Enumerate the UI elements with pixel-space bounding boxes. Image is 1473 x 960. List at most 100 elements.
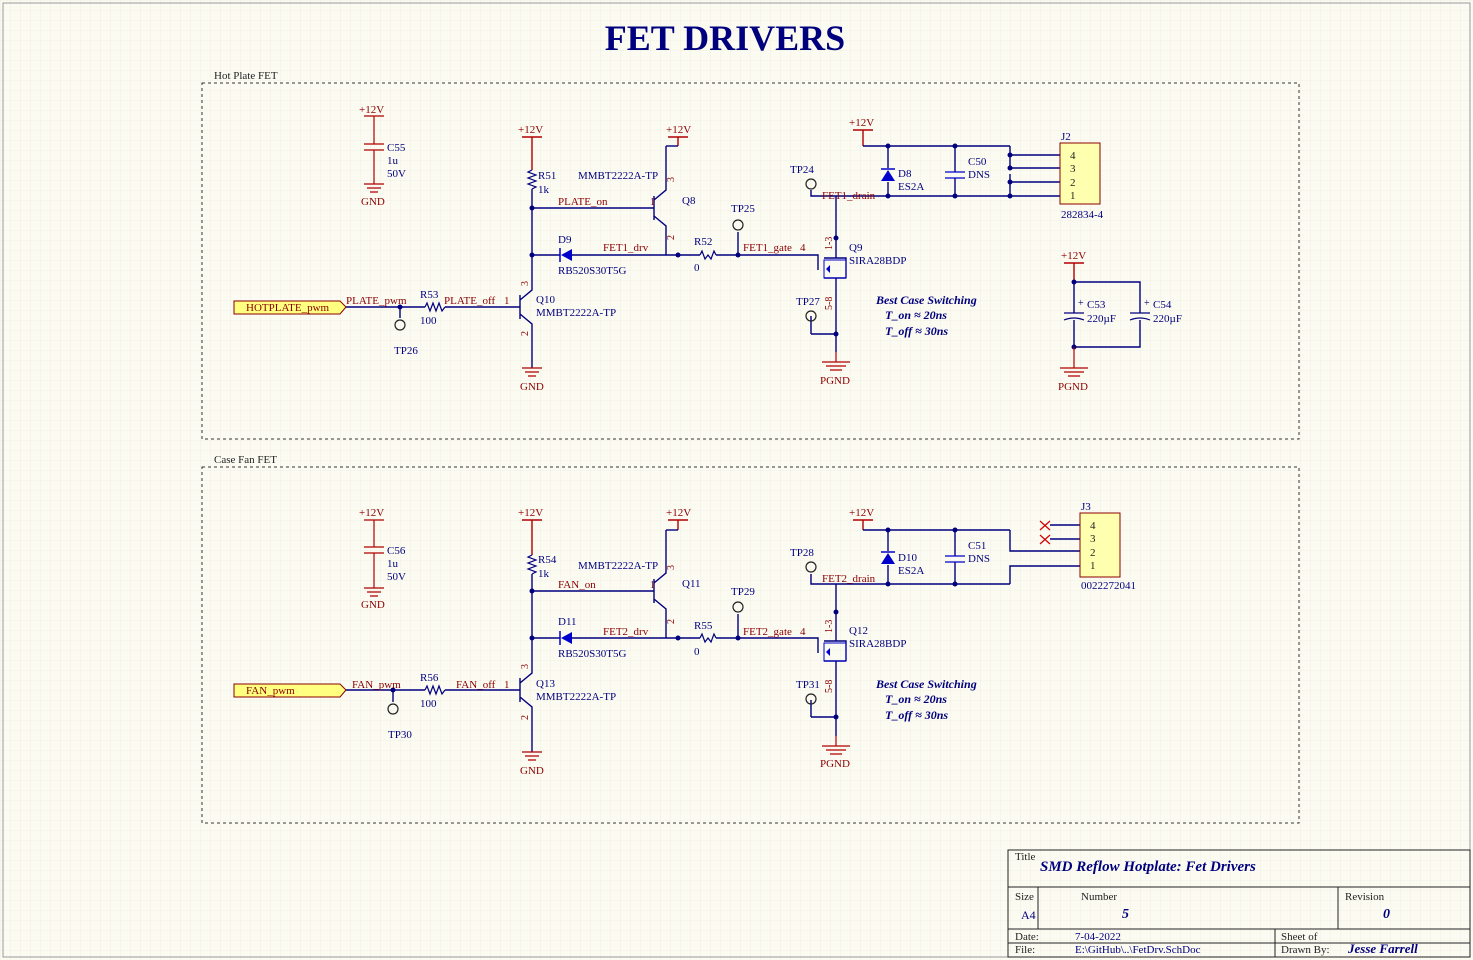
title-label: Title [1015, 851, 1036, 863]
cap-value: DNS [968, 553, 990, 565]
connector-ref: J2 [1061, 131, 1071, 143]
pin-number: 4 [1070, 150, 1076, 162]
date-label: Date: [1015, 931, 1039, 943]
drawn-label: Drawn By: [1281, 944, 1330, 956]
note-text: T_off ≈ 30ns [885, 324, 948, 338]
section-case-fan: Case Fan FET +12V C56 1u 50V GND FAN_pwm… [201, 454, 1300, 824]
transistor-part: MMBT2222A-TP [536, 691, 616, 703]
file-value: E:\GitHub\..\FetDrv.SchDoc [1075, 944, 1201, 956]
cap-value: 1u [387, 155, 399, 167]
note-text: Best Case Switching [875, 293, 977, 307]
net-label: PLATE_on [558, 196, 608, 208]
cap-ref: C54 [1153, 299, 1172, 311]
net-label: FAN_off [456, 679, 496, 691]
resistor-ref: R53 [420, 289, 439, 301]
cap-value: 220µF [1153, 313, 1182, 325]
pin-number: 3 [520, 281, 531, 286]
date-value: 7-04-2022 [1075, 931, 1121, 943]
pin-number: 3 [520, 664, 531, 669]
mosfet-ref: Q12 [849, 625, 868, 637]
net-label: FET2_gate [743, 626, 792, 638]
note-text: T_on ≈ 20ns [885, 692, 947, 706]
page-title: FET DRIVERS [605, 18, 845, 58]
cap-voltage: 50V [387, 571, 406, 583]
diode-part: ES2A [898, 181, 924, 193]
pin-number: 1 [504, 295, 510, 307]
gnd-label: GND [361, 599, 385, 611]
pin-number: 3 [1070, 163, 1076, 175]
pgnd-label: PGND [820, 758, 850, 770]
pin-number: 1 [1070, 190, 1076, 202]
revision-value: 0 [1383, 907, 1390, 922]
pin-number: 2 [520, 715, 531, 720]
pin-number: 2 [520, 331, 531, 336]
transistor-part: MMBT2222A-TP [536, 307, 616, 319]
section-frame [201, 82, 1300, 440]
sheet-label: Sheet of [1281, 931, 1318, 943]
port-label: HOTPLATE_pwm [246, 302, 330, 314]
power-12v-label: +12V [666, 507, 691, 519]
power-12v-label: +12V [518, 124, 543, 136]
testpoint-ref: TP29 [731, 586, 755, 598]
bulk-capacitors: +12V + + C53 220µF C54 220µF PGND [1058, 250, 1182, 393]
gnd-label: GND [361, 196, 385, 208]
net-label: FET1_drv [603, 242, 649, 254]
connector [1079, 512, 1121, 578]
revision-label: Revision [1345, 891, 1385, 903]
pin-number: 4 [1090, 520, 1096, 532]
file-label: File: [1015, 944, 1035, 956]
title-value: SMD Reflow Hotplate: Fet Drivers [1040, 859, 1256, 875]
pin-number: 5-8 [824, 297, 835, 310]
cap-ref: C56 [387, 545, 406, 557]
pin-number: 1 [650, 197, 655, 208]
size-label: Size [1015, 891, 1034, 903]
input-port [233, 683, 347, 698]
cap-ref: C53 [1087, 299, 1106, 311]
pin-number: 3 [666, 565, 677, 570]
cap-value: DNS [968, 169, 990, 181]
transistor-ref: Q13 [536, 678, 555, 690]
pin-number: 2 [1090, 547, 1096, 559]
pgnd-label: PGND [1058, 381, 1088, 393]
gnd-label: GND [520, 765, 544, 777]
diode-ref: D9 [558, 234, 572, 246]
resistor-value: 100 [420, 315, 437, 327]
testpoint-ref: TP27 [796, 296, 820, 308]
connector-part: 0022272041 [1081, 580, 1136, 592]
diode-ref: D8 [898, 168, 912, 180]
note-text: T_on ≈ 20ns [885, 308, 947, 322]
power-12v-label: +12V [359, 507, 384, 519]
pin-number: 1-3 [824, 237, 835, 250]
size-value: A4 [1021, 908, 1036, 922]
pin-number: 2 [1070, 177, 1076, 189]
power-12v-label: +12V [518, 507, 543, 519]
net-label: FAN_pwm [352, 679, 401, 691]
port-label: FAN_pwm [246, 685, 295, 697]
pin-number: 2 [666, 619, 677, 624]
connector-ref: J3 [1081, 501, 1091, 513]
pin-number: 4 [800, 626, 806, 638]
resistor-value: 0 [694, 646, 700, 658]
mosfet-ref: Q9 [849, 242, 863, 254]
section-label: Case Fan FET [214, 454, 277, 466]
resistor-ref: R52 [694, 236, 712, 248]
input-port: HOTPLATE_pwm [233, 300, 347, 315]
cap-ref: C51 [968, 540, 986, 552]
resistor-ref: R54 [538, 554, 557, 566]
decoupling-capacitor: +12V C55 1u 50V GND [359, 104, 406, 208]
transistor-ref: Q10 [536, 294, 555, 306]
net-label: FAN_on [558, 579, 596, 591]
resistor-value: 100 [420, 698, 437, 710]
diode-ref: D10 [898, 552, 917, 564]
cap-value: 1u [387, 558, 399, 570]
resistor-ref: R56 [420, 672, 439, 684]
transistor-part: MMBT2222A-TP [578, 170, 658, 182]
net-label: FET1_gate [743, 242, 792, 254]
section-label: Hot Plate FET [214, 70, 278, 82]
pin-number: 5-8 [824, 680, 835, 693]
mosfet-part: SIRA28BDP [849, 638, 906, 650]
resistor-value: 1k [538, 568, 550, 580]
mosfet-part: SIRA28BDP [849, 255, 906, 267]
test-point [394, 319, 406, 331]
